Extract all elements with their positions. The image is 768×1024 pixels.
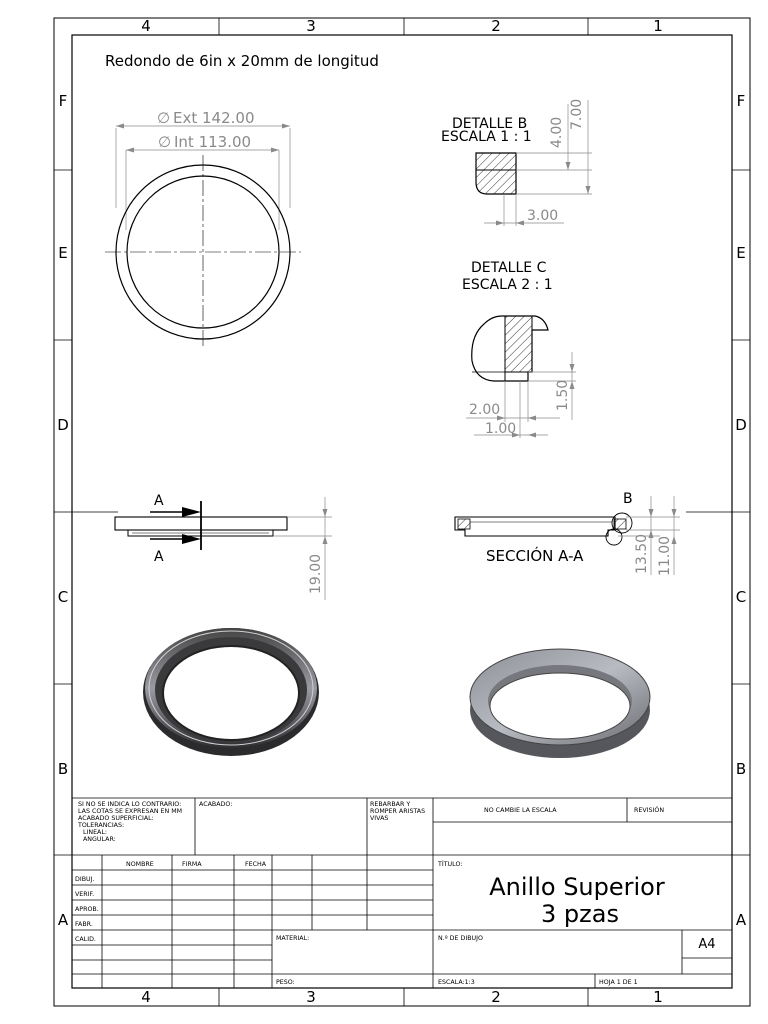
- dim-sec-1350: 13.50: [634, 534, 650, 574]
- zone-col-top-3: 2: [491, 17, 501, 35]
- tb-row-verif: VERIF.: [75, 891, 94, 898]
- dim-ext-diameter-symbol: ∅: [157, 109, 170, 127]
- tb-header-firma: FIRMA: [182, 861, 202, 868]
- front-view: ∅ Ext 142.00 ∅ Int 113.00: [105, 109, 301, 349]
- tb-note-6: ANGULAR:: [83, 836, 116, 843]
- detail-c-title: DETALLE C: [471, 260, 547, 276]
- section-label-a-bottom: A: [154, 549, 164, 565]
- dim-b-300: 3.00: [527, 208, 558, 224]
- zone-col-bottom-3: 2: [491, 988, 501, 1006]
- tb-rebarbar-3: VIVAS: [370, 815, 388, 822]
- iso-view-stepped-ring: [143, 628, 319, 756]
- tb-header-fecha: FECHA: [245, 861, 267, 868]
- zone-col-bottom-1: 4: [141, 988, 151, 1006]
- zone-row-right-1: F: [737, 92, 746, 110]
- tb-row-calid: CALID.: [75, 936, 96, 943]
- dim-int-diameter: Int 113.00: [174, 133, 251, 151]
- tb-note-4: TOLERANCIAS:: [77, 822, 124, 829]
- zone-row-left-2: E: [58, 244, 67, 262]
- tb-header-nombre: NOMBRE: [126, 861, 154, 868]
- section-title: SECCIÓN A-A: [486, 546, 584, 565]
- zone-row-right-2: E: [736, 244, 745, 262]
- iso-view-flat-ring: [469, 648, 651, 758]
- detail-b: DETALLE B ESCALA 1 : 1 4.00 7.00 3.00: [441, 99, 592, 226]
- detail-b-profile: [475, 152, 517, 195]
- tb-note-3: ACABADO SUPERFICIAL:: [78, 815, 154, 822]
- zone-col-top-2: 3: [306, 17, 316, 35]
- zone-row-left-4: C: [58, 588, 68, 606]
- tb-note-1: SI NO SE INDICA LO CONTRARIO:: [78, 801, 181, 808]
- detail-b-title: DETALLE B: [452, 116, 527, 132]
- dim-c-200: 2.00: [469, 402, 500, 418]
- section-view: B SECCIÓN A-A 13.50 11.00: [454, 491, 680, 576]
- tb-acabado: ACABADO:: [199, 801, 232, 808]
- section-label-a-top: A: [154, 493, 164, 509]
- section-label-b: B: [623, 491, 633, 507]
- sheet-frame: [53, 17, 751, 1007]
- tb-rebarbar-2: ROMPER ARISTAS: [370, 808, 425, 815]
- dim-b-700: 7.00: [569, 99, 585, 130]
- drawing-note: Redondo de 6in x 20mm de longitud: [105, 52, 379, 70]
- zone-row-right-5: B: [736, 760, 746, 778]
- dim-c-150: 1.50: [555, 380, 571, 411]
- zone-row-right-4: C: [736, 588, 746, 606]
- tb-title-line-2: 3 pzas: [541, 900, 619, 928]
- tb-revision: REVISIÓN: [634, 805, 664, 814]
- dim-side-1900: 19.00: [308, 554, 324, 594]
- tb-title-line-1: Anillo Superior: [489, 873, 665, 901]
- zone-col-bottom-4: 1: [653, 988, 663, 1006]
- tb-row-dibuj: DIBUJ.: [75, 876, 95, 883]
- tb-escala-label: ESCALA:1:3: [438, 979, 475, 986]
- dim-sec-1100: 11.00: [657, 536, 673, 576]
- zone-labels: 4 3 2 1 4 3 2 1 F E D C B A F E D C B A: [57, 17, 747, 1006]
- dim-b-400: 4.00: [549, 117, 565, 148]
- zone-row-left-5: B: [58, 760, 68, 778]
- zone-col-bottom-2: 3: [306, 988, 316, 1006]
- tb-note-2: LAS COTAS SE EXPRESAN EN MM: [78, 808, 182, 815]
- tb-row-aprob: APROB.: [75, 906, 99, 913]
- dim-int-diameter-symbol: ∅: [158, 133, 171, 151]
- zone-col-top-1: 4: [141, 17, 151, 35]
- zone-row-right-6: A: [736, 911, 747, 929]
- tb-titulo-label: TÍTULO:: [437, 859, 462, 868]
- detail-c-callout-circle: [605, 528, 623, 546]
- tb-dibujo-no-label: N.º DE DIBUJO: [438, 935, 483, 942]
- detail-c-scale: ESCALA 2 : 1: [462, 277, 553, 293]
- tb-note-5: LINEAL:: [83, 829, 107, 836]
- detail-b-callout-circle: [611, 512, 633, 534]
- title-block: SI NO SE INDICA LO CONTRARIO: LAS COTAS …: [72, 797, 732, 988]
- zone-row-left-1: F: [59, 92, 68, 110]
- zone-row-right-3: D: [735, 416, 747, 434]
- tb-rebarbar-1: REBARBAR Y: [370, 801, 410, 808]
- detail-b-scale: ESCALA 1 : 1: [441, 129, 532, 145]
- tb-peso-label: PESO:: [276, 979, 295, 986]
- zone-row-left-6: A: [58, 911, 69, 929]
- detail-c: DETALLE C ESCALA 2 : 1 1.50 2.00 1.00: [462, 260, 576, 438]
- tb-no-cambie-escala: NO CAMBIE LA ESCALA: [484, 807, 557, 814]
- dim-ext-diameter: Ext 142.00: [173, 109, 255, 127]
- side-view: A A 19.00: [114, 493, 332, 600]
- zone-row-left-3: D: [57, 416, 69, 434]
- tb-material-label: MATERIAL:: [276, 935, 309, 942]
- dim-c-100: 1.00: [485, 421, 516, 437]
- tb-row-fabr: FABR.: [75, 921, 93, 928]
- tb-hoja-label: HOJA 1 DE 1: [599, 979, 638, 986]
- tb-sheet-size: A4: [698, 937, 715, 952]
- zone-col-top-4: 1: [653, 17, 663, 35]
